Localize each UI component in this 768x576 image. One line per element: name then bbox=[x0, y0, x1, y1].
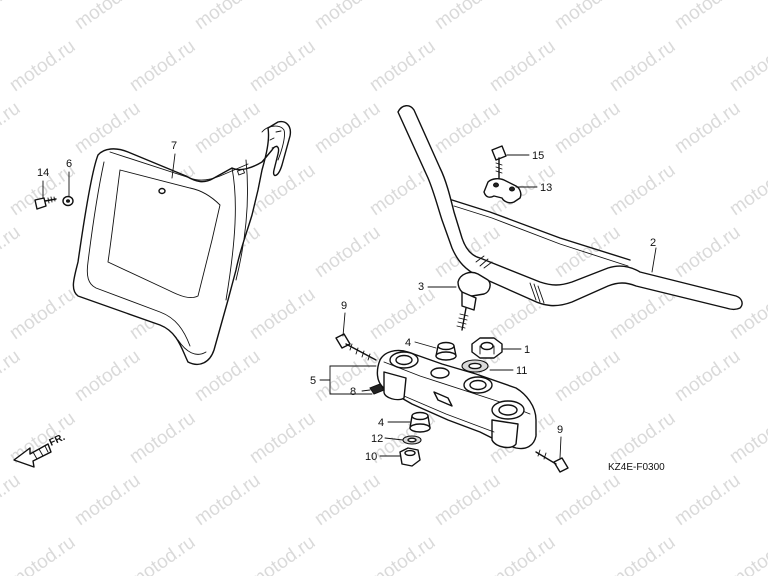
watermark-text: motod.ru bbox=[726, 532, 768, 576]
watermark-text: motod.ru bbox=[6, 532, 79, 576]
watermark-text: motod.ru bbox=[0, 346, 24, 406]
top-bridge-5-drawing bbox=[376, 349, 537, 450]
watermark-text: motod.ru bbox=[726, 36, 768, 96]
bushing-4-upper-drawing bbox=[435, 341, 457, 361]
part-callout-8[interactable]: 8 bbox=[350, 386, 356, 398]
watermark-text: motod.ru bbox=[606, 36, 679, 96]
watermark-text: motod.ru bbox=[486, 532, 559, 576]
watermark-text: motod.ru bbox=[671, 98, 744, 158]
bolt-15-drawing bbox=[491, 145, 507, 179]
part-callout-9[interactable]: 9 bbox=[341, 300, 347, 312]
watermark-text: motod.ru bbox=[0, 98, 24, 158]
watermark-text: motod.ru bbox=[606, 408, 679, 468]
part-callout-13[interactable]: 13 bbox=[540, 182, 552, 194]
watermark-text: motod.ru bbox=[726, 284, 768, 344]
leader-lines bbox=[42, 153, 657, 459]
watermark-text: motod.ru bbox=[0, 222, 24, 282]
upper-holder-13-drawing bbox=[483, 177, 522, 204]
leader-line bbox=[171, 153, 176, 179]
part-callout-15[interactable]: 15 bbox=[532, 150, 544, 162]
bolt-14-drawing bbox=[34, 196, 57, 210]
leader-line bbox=[651, 247, 657, 273]
watermark-text: motod.ru bbox=[671, 346, 744, 406]
part-callout-6[interactable]: 6 bbox=[66, 158, 72, 170]
part-callout-4[interactable]: 4 bbox=[378, 417, 384, 429]
watermark-text: motod.ru bbox=[71, 470, 144, 530]
leader-line bbox=[361, 389, 371, 392]
leader-line bbox=[342, 312, 346, 337]
watermark-text: motod.ru bbox=[191, 470, 264, 530]
watermark-text: motod.ru bbox=[246, 532, 319, 576]
nut-1-drawing bbox=[471, 337, 503, 359]
washer-12-drawing bbox=[402, 435, 422, 445]
watermark-text: motod.ru bbox=[671, 0, 744, 34]
part-callout-2[interactable]: 2 bbox=[650, 237, 656, 249]
lower-holder-3-drawing bbox=[456, 271, 491, 331]
bushing-4-lower-drawing bbox=[409, 411, 431, 433]
part-callout-10[interactable]: 10 bbox=[365, 451, 377, 463]
watermark-text: motod.ru bbox=[0, 0, 24, 34]
watermark-text: motod.ru bbox=[191, 98, 264, 158]
part-callout-1[interactable]: 1 bbox=[524, 344, 530, 356]
watermark-text: motod.ru bbox=[606, 160, 679, 220]
part-callout-4[interactable]: 4 bbox=[405, 337, 411, 349]
part-callout-11[interactable]: 11 bbox=[516, 365, 527, 377]
watermark-text: motod.ru bbox=[671, 470, 744, 530]
watermark-text: motod.ru bbox=[126, 408, 199, 468]
part-callout-7[interactable]: 7 bbox=[171, 140, 177, 152]
watermark-text: motod.ru bbox=[431, 0, 504, 34]
watermark-text: motod.ru bbox=[311, 470, 384, 530]
watermark-text: motod.ru bbox=[6, 284, 79, 344]
watermark-text: motod.ru bbox=[71, 346, 144, 406]
watermark-text: motod.ru bbox=[0, 470, 24, 530]
watermark-text: motod.ru bbox=[366, 284, 439, 344]
part-callout-14[interactable]: 14 bbox=[37, 167, 49, 179]
leader-line bbox=[414, 341, 437, 349]
watermark-text: motod.ru bbox=[726, 160, 768, 220]
watermark-text: motod.ru bbox=[126, 36, 199, 96]
watermark-text: motod.ru bbox=[246, 408, 319, 468]
watermark-text: motod.ru bbox=[6, 36, 79, 96]
watermark-text: motod.ru bbox=[551, 346, 624, 406]
part-callout-3[interactable]: 3 bbox=[418, 281, 424, 293]
bolt-9-lower-drawing bbox=[535, 449, 569, 473]
nut-10-drawing bbox=[399, 447, 421, 467]
part-callout-9[interactable]: 9 bbox=[557, 424, 563, 436]
watermark-text: motod.ru bbox=[311, 346, 384, 406]
watermark-text: motod.ru bbox=[366, 532, 439, 576]
cap-8-drawing bbox=[369, 383, 385, 395]
watermark-text: motod.ru bbox=[671, 222, 744, 282]
part-callout-5[interactable]: 5 bbox=[310, 375, 316, 387]
watermark-text: motod.ru bbox=[551, 0, 624, 34]
watermark-text: motod.ru bbox=[311, 0, 384, 34]
watermark-text: motod.ru bbox=[246, 36, 319, 96]
watermark-text: motod.ru bbox=[431, 470, 504, 530]
watermark-text: motod.ru bbox=[246, 284, 319, 344]
watermark-text: motod.ru bbox=[486, 36, 559, 96]
washer-11-drawing bbox=[461, 359, 489, 373]
number-plate-drawing bbox=[72, 120, 292, 366]
watermark-text: motod.ru bbox=[606, 532, 679, 576]
figure-code: KZ4E-F0300 bbox=[608, 462, 665, 473]
watermark-text: motod.ru bbox=[126, 532, 199, 576]
washer-6-drawing bbox=[62, 195, 74, 207]
watermark-text: motod.ru bbox=[551, 470, 624, 530]
watermark-text: motod.ru bbox=[366, 36, 439, 96]
watermark-text: motod.ru bbox=[726, 408, 768, 468]
bolt-9-upper-drawing bbox=[335, 333, 377, 361]
watermark-text: motod.ru bbox=[191, 0, 264, 34]
watermark-text: motod.ru bbox=[71, 0, 144, 34]
part-callout-12[interactable]: 12 bbox=[371, 433, 383, 445]
watermark-text: motod.ru bbox=[551, 98, 624, 158]
watermark-text: motod.ru bbox=[311, 98, 384, 158]
leader-line bbox=[559, 436, 562, 459]
leader-line bbox=[384, 437, 404, 441]
watermark-text: motod.ru bbox=[311, 222, 384, 282]
